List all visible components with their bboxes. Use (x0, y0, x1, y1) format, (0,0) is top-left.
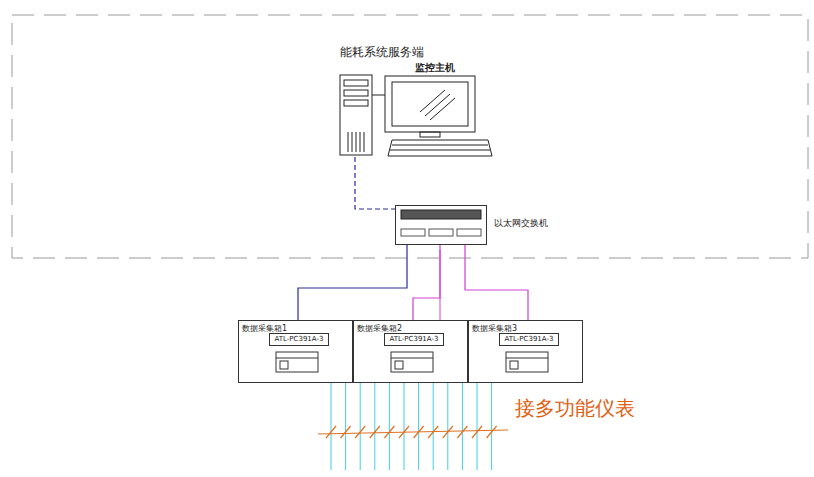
wiring-note: 接多功能仪表 (515, 396, 635, 420)
collector-box: 数据采集箱1ATL-PC391A-3 (238, 320, 353, 383)
computer-illustration (340, 75, 492, 156)
network-switch: 以太网交换机 (395, 205, 487, 245)
switch-illustration (401, 210, 481, 236)
network-cable (465, 245, 528, 320)
collector-module: ATL-PC391A-3 (384, 333, 445, 346)
meter-wires (318, 383, 508, 470)
collector-box: 数据采集箱3ATL-PC391A-3 (468, 320, 583, 383)
network-cable (413, 245, 440, 320)
monitor-host: 监控主机 (340, 62, 495, 157)
model-number: ATL-PC391A-3 (505, 335, 554, 343)
server-region: 能耗系统服务端监控主机以太网交换机 (12, 15, 808, 258)
collector-box: 数据采集箱2ATL-PC391A-3 (353, 320, 468, 383)
collector-module: ATL-PC391A-3 (269, 333, 330, 346)
server-region-outline (12, 15, 808, 258)
network-cable (355, 157, 395, 209)
node-title: 监控主机 (415, 62, 455, 74)
collector-module: ATL-PC391A-3 (499, 333, 560, 346)
collector-device (276, 352, 548, 372)
model-number: ATL-PC391A-3 (275, 335, 324, 343)
node-title: 能耗系统服务端 (340, 45, 424, 59)
model-number: ATL-PC391A-3 (390, 335, 439, 343)
node-title: 以太网交换机 (494, 218, 548, 229)
network-cable (298, 245, 407, 320)
